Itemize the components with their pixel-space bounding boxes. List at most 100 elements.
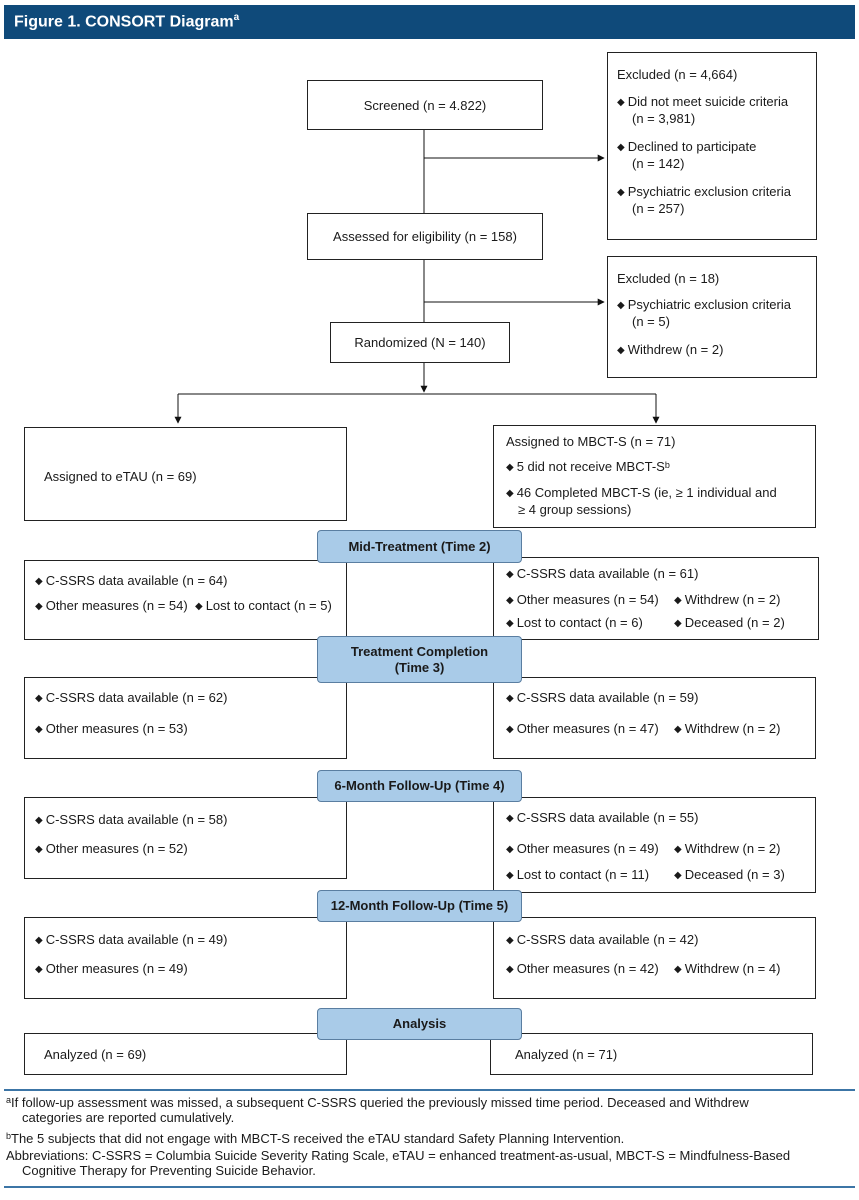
t2-mbct-other: ◆Other measures (n = 54) <box>506 592 659 607</box>
t5-etau-box: ◆C-SSRS data available (n = 49) ◆Other m… <box>24 917 347 999</box>
excluded-2-item-count: (n = 5) <box>632 314 670 329</box>
bullet-diamond-icon: ◆ <box>617 345 625 356</box>
t2-mbct-lost: ◆Lost to contact (n = 6) <box>506 615 643 630</box>
bullet-diamond-icon: ◆ <box>506 595 514 606</box>
excluded-1-item: ◆Did not meet suicide criteria <box>617 94 789 109</box>
figure-title: Figure 1. CONSORT Diagrama <box>14 12 240 31</box>
stage-bar-analysis: Analysis <box>317 1008 522 1040</box>
bullet-diamond-icon: ◆ <box>617 97 625 108</box>
t3-mbct-other: ◆Other measures (n = 47) <box>506 721 659 736</box>
excluded-1-item: ◆Declined to participate <box>617 139 757 154</box>
analysis-etau-box: Analyzed (n = 69) <box>24 1033 347 1075</box>
excluded-1-item-count: (n = 142) <box>632 156 685 171</box>
t2-mbct-withdrew: ◆Withdrew (n = 2) <box>674 592 781 607</box>
t5-mbct-other: ◆Other measures (n = 42) <box>506 961 659 976</box>
bullet-diamond-icon: ◆ <box>674 964 682 975</box>
bullet-diamond-icon: ◆ <box>35 815 43 826</box>
bullet-diamond-icon: ◆ <box>35 576 43 587</box>
t5-mbct-cssrs: ◆C-SSRS data available (n = 42) <box>506 932 699 947</box>
t4-mbct-box: ◆C-SSRS data available (n = 55) ◆Other m… <box>493 797 816 893</box>
bullet-diamond-icon: ◆ <box>506 870 514 881</box>
mbct-assigned-box: Assigned to MBCT-S (n = 71) ◆5 did not r… <box>493 425 816 528</box>
figure-header: Figure 1. CONSORT Diagrama <box>4 5 855 39</box>
t5-etau-other: ◆Other measures (n = 49) <box>35 961 188 976</box>
screened-box: Screened (n = 4.822) <box>307 80 543 130</box>
t2-etau-lost: ◆Lost to contact (n = 5) <box>195 598 332 613</box>
excluded-1-item-count: (n = 3,981) <box>632 111 696 126</box>
bullet-diamond-icon: ◆ <box>195 601 203 612</box>
bullet-diamond-icon: ◆ <box>506 844 514 855</box>
bullet-diamond-icon: ◆ <box>506 964 514 975</box>
footnote-rule-bottom <box>4 1186 855 1188</box>
bullet-diamond-icon: ◆ <box>506 693 514 704</box>
t4-mbct-lost: ◆Lost to contact (n = 11) <box>506 867 650 882</box>
t4-mbct-cssrs: ◆C-SSRS data available (n = 55) <box>506 810 699 825</box>
bullet-diamond-icon: ◆ <box>674 844 682 855</box>
bullet-diamond-icon: ◆ <box>506 813 514 824</box>
bullet-diamond-icon: ◆ <box>506 569 514 580</box>
stage-bar-12-month-followup: 12-Month Follow-Up (Time 5) <box>317 890 522 922</box>
bullet-diamond-icon: ◆ <box>674 618 682 629</box>
bullet-diamond-icon: ◆ <box>674 724 682 735</box>
t3-etau-box: ◆C-SSRS data available (n = 62) ◆Other m… <box>24 677 347 759</box>
bullet-diamond-icon: ◆ <box>506 618 514 629</box>
bullet-diamond-icon: ◆ <box>617 187 625 198</box>
analysis-mbct-box: Analyzed (n = 71) <box>490 1033 813 1075</box>
stage-bar-treatment-completion: Treatment Completion(Time 3) <box>317 636 522 683</box>
bullet-diamond-icon: ◆ <box>35 693 43 704</box>
stage-bar-6-month-followup: 6-Month Follow-Up (Time 4) <box>317 770 522 802</box>
t2-etau-box: ◆C-SSRS data available (n = 64) ◆Other m… <box>24 560 347 640</box>
t5-etau-cssrs: ◆C-SSRS data available (n = 49) <box>35 932 228 947</box>
excluded-1-item: ◆Psychiatric exclusion criteria <box>617 184 791 199</box>
t3-mbct-box: ◆C-SSRS data available (n = 59) ◆Other m… <box>493 677 816 759</box>
t4-etau-box: ◆C-SSRS data available (n = 58) ◆Other m… <box>24 797 347 879</box>
etau-assigned-box: Assigned to eTAU (n = 69) <box>24 427 347 521</box>
t4-mbct-withdrew: ◆Withdrew (n = 2) <box>674 841 781 856</box>
t4-mbct-other: ◆Other measures (n = 49) <box>506 841 659 856</box>
excluded-2-item: ◆Psychiatric exclusion criteria <box>617 297 791 312</box>
excluded-1-title: Excluded (n = 4,664) <box>617 67 738 82</box>
t3-etau-other: ◆Other measures (n = 53) <box>35 721 188 736</box>
etau-assigned-label: Assigned to eTAU (n = 69) <box>44 469 197 484</box>
footnote-b: bThe 5 subjects that did not engage with… <box>6 1131 625 1146</box>
bullet-diamond-icon: ◆ <box>506 935 514 946</box>
t5-mbct-box: ◆C-SSRS data available (n = 42) ◆Other m… <box>493 917 816 999</box>
t4-etau-other: ◆Other measures (n = 52) <box>35 841 188 856</box>
assessed-box: Assessed for eligibility (n = 158) <box>307 213 543 260</box>
t2-mbct-cssrs: ◆C-SSRS data available (n = 61) <box>506 566 699 581</box>
excluded-1-item-count: (n = 257) <box>632 201 685 216</box>
footnote-abbreviations: Abbreviations: C-SSRS = Columbia Suicide… <box>6 1148 791 1178</box>
t2-etau-cssrs: ◆C-SSRS data available (n = 64) <box>35 573 228 588</box>
bullet-diamond-icon: ◆ <box>35 935 43 946</box>
excluded-box-2: Excluded (n = 18) ◆Psychiatric exclusion… <box>607 256 817 378</box>
bullet-diamond-icon: ◆ <box>506 488 514 499</box>
bullet-diamond-icon: ◆ <box>674 870 682 881</box>
t5-mbct-withdrew: ◆Withdrew (n = 4) <box>674 961 781 976</box>
mbct-no-receive: ◆5 did not receive MBCT-Sb <box>506 459 670 474</box>
analysis-etau-label: Analyzed (n = 69) <box>44 1047 147 1062</box>
t4-etau-cssrs: ◆C-SSRS data available (n = 58) <box>35 812 228 827</box>
t3-mbct-withdrew: ◆Withdrew (n = 2) <box>674 721 781 736</box>
mbct-completed: ◆46 Completed MBCT-S (ie, ≥ 1 individual… <box>506 485 777 500</box>
excluded-2-title: Excluded (n = 18) <box>617 271 720 286</box>
mbct-assigned-label: Assigned to MBCT-S (n = 71) <box>506 434 676 449</box>
bullet-diamond-icon: ◆ <box>617 300 625 311</box>
stage-bar-mid-treatment: Mid-Treatment (Time 2) <box>317 530 522 563</box>
t2-mbct-box: ◆C-SSRS data available (n = 61) ◆Other m… <box>493 557 819 640</box>
t3-mbct-cssrs: ◆C-SSRS data available (n = 59) <box>506 690 699 705</box>
footnote-a: aIf follow-up assessment was missed, a s… <box>6 1095 749 1125</box>
randomized-box: Randomized (N = 140) <box>330 322 510 363</box>
bullet-diamond-icon: ◆ <box>35 964 43 975</box>
excluded-2-item: ◆Withdrew (n = 2) <box>617 342 724 357</box>
excluded-box-1: Excluded (n = 4,664) ◆Did not meet suici… <box>607 52 817 240</box>
t3-etau-cssrs: ◆C-SSRS data available (n = 62) <box>35 690 228 705</box>
t2-etau-other: ◆Other measures (n = 54) <box>35 598 188 613</box>
mbct-completed-cont: ≥ 4 group sessions) <box>518 502 632 517</box>
t2-mbct-deceased: ◆Deceased (n = 2) <box>674 615 785 630</box>
bullet-diamond-icon: ◆ <box>35 601 43 612</box>
bullet-diamond-icon: ◆ <box>506 724 514 735</box>
footnote-rule-top <box>4 1089 855 1091</box>
t4-mbct-deceased: ◆Deceased (n = 3) <box>674 867 785 882</box>
analysis-mbct-label: Analyzed (n = 71) <box>515 1047 618 1062</box>
bullet-diamond-icon: ◆ <box>35 844 43 855</box>
